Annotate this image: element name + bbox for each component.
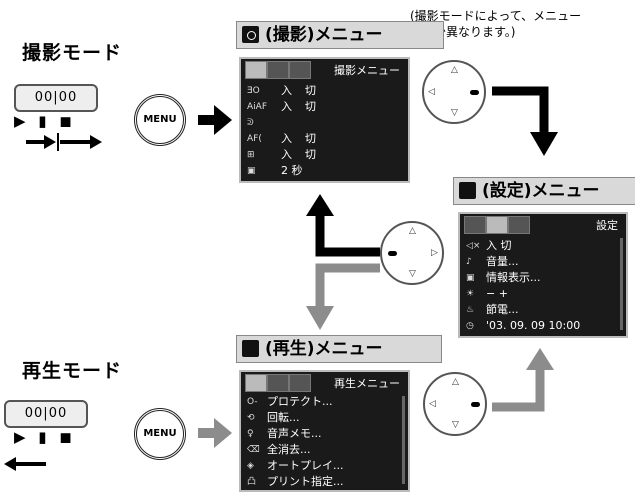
list-item: ▣情報表示...	[466, 271, 541, 284]
tab-mycamera-icon	[508, 216, 530, 234]
list-item: ♨節電...	[466, 303, 519, 316]
tab-play-icon	[245, 374, 267, 392]
dial-right-indicator	[470, 90, 479, 95]
play-menu-screen: 再生メニュー O-プロテクト... ⟲回転... ♀音声メモ... ⌫全消去..…	[239, 370, 410, 492]
switch-direction-right-arrow	[26, 133, 102, 151]
mode-icons-shoot: ▶ ▮ ◼	[14, 112, 76, 130]
list-item: ◷'03. 09. 09 10:00	[466, 319, 581, 332]
scrollbar	[620, 238, 623, 330]
play-menu-title: (再生)メニュー	[236, 335, 442, 363]
menu-button-play: MENU	[134, 408, 186, 460]
list-item: ⌫全消去...	[247, 443, 311, 456]
tab-setup-icon	[267, 61, 289, 79]
list-item: ♪音量...	[466, 255, 519, 268]
list-item: ♀音声メモ...	[247, 427, 322, 440]
tab-shoot-icon	[464, 216, 486, 234]
screen-title: 撮影メニュー	[334, 64, 400, 77]
menu-button-shoot: MENU	[134, 94, 186, 146]
tab-setup-icon	[267, 374, 289, 392]
arrow-to-shoot-menu	[198, 105, 232, 135]
list-item: ☀− +	[466, 287, 508, 300]
play-icon	[242, 340, 259, 357]
dial-middle-indicator	[388, 251, 397, 256]
list-item: AF(入切	[247, 132, 316, 145]
arrow-to-play-menu	[306, 263, 380, 330]
arrow-back-to-shoot-menu	[306, 194, 380, 257]
list-item: ▣2 秒	[247, 164, 303, 177]
shoot-menu-title: (撮影)メニュー	[236, 21, 444, 49]
screen-title: 再生メニュー	[334, 377, 400, 390]
list-item: ⊞入切	[247, 148, 316, 161]
setup-menu-screen: 設定 ◁×入 切 ♪音量... ▣情報表示... ☀− + ♨節電... ◷'0…	[458, 212, 628, 338]
screen-title: 設定	[596, 219, 618, 232]
control-dial-right: △ ▽ ◁	[422, 60, 486, 124]
mode-switch-play: 00|00	[4, 400, 88, 428]
arrow-to-setup-menu-gray	[492, 348, 554, 412]
mode-icons-play: ▶ ▮ ◼	[14, 428, 76, 446]
switch-direction-left-arrow	[4, 457, 46, 471]
list-item: O-プロテクト...	[247, 395, 333, 408]
tab-shoot-icon	[245, 61, 267, 79]
dial-bottom-indicator	[471, 402, 480, 407]
tab-setup-icon	[486, 216, 508, 234]
play-mode-title: 再生モード	[22, 360, 123, 382]
tab-mycamera-icon	[289, 61, 311, 79]
control-dial-bottom: △ ▽ ◁	[423, 372, 487, 436]
list-item: 凸プリント指定...	[247, 475, 344, 488]
list-item: ᕲ	[247, 118, 254, 128]
setup-menu-title: (設定)メニュー	[453, 177, 635, 205]
tab-mycamera-icon	[289, 374, 311, 392]
mode-switch-shoot: 00|00	[14, 84, 98, 112]
scrollbar	[402, 396, 405, 484]
list-item: ⟲回転...	[247, 411, 300, 424]
arrow-to-play-menu-gray	[198, 418, 232, 448]
list-item: ◈オートプレイ...	[247, 459, 344, 472]
control-dial-middle: △ ▽ ▷	[380, 221, 444, 285]
arrow-to-setup-menu	[492, 86, 558, 156]
shoot-mode-title: 撮影モード	[22, 42, 123, 64]
list-item: ◁×入 切	[466, 239, 512, 252]
setup-icon	[459, 182, 476, 199]
camera-icon	[242, 26, 259, 43]
